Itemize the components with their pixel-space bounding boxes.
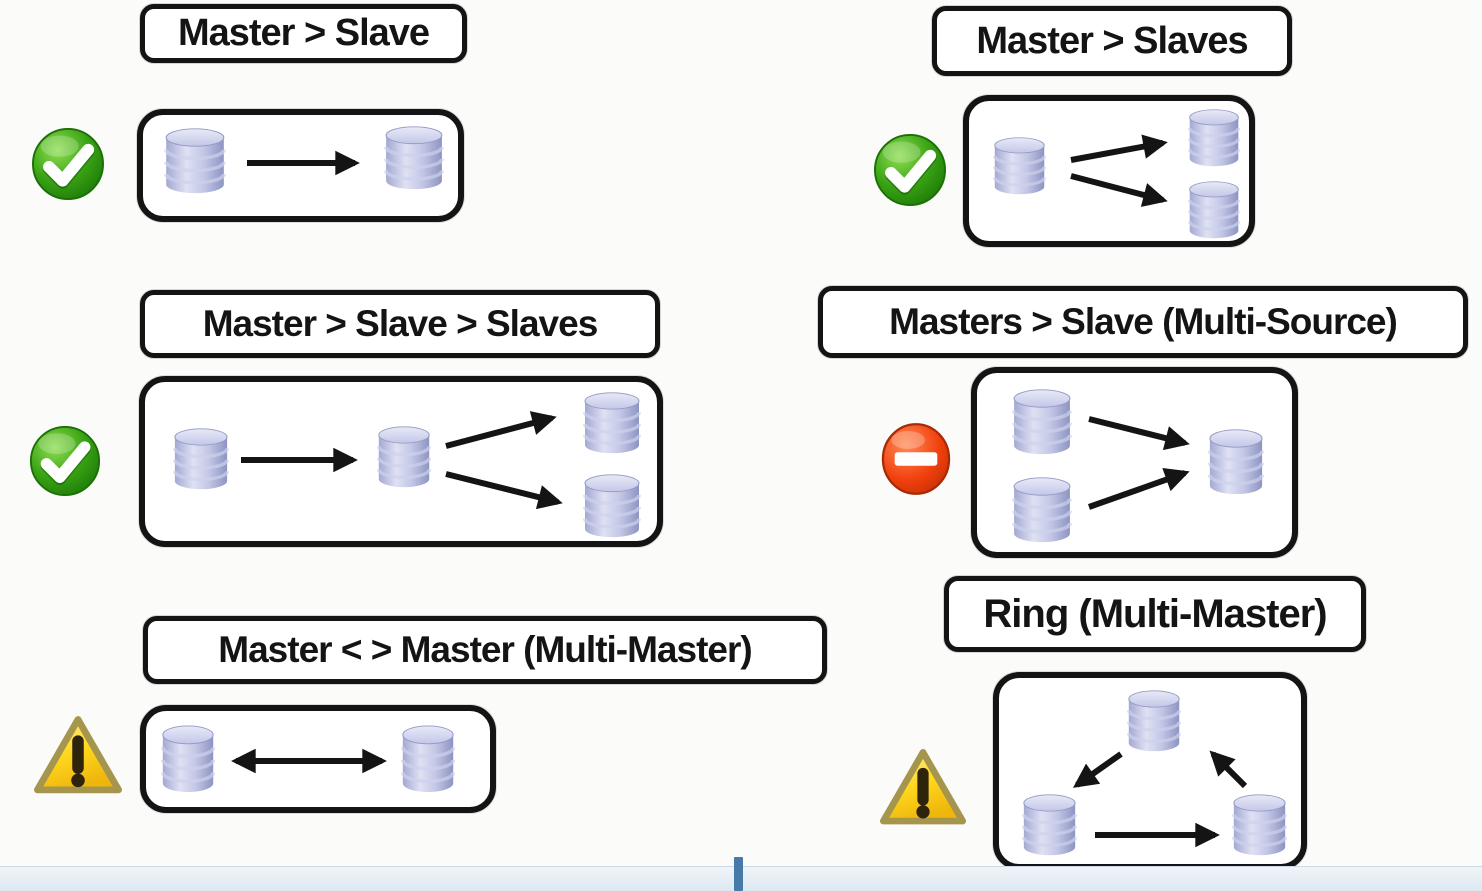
database-icon: [1126, 690, 1182, 752]
database-icon: [1187, 181, 1241, 239]
replication-arrow: [1070, 134, 1168, 163]
topology-diagram-box: [139, 376, 663, 547]
topology-diagram-box: [993, 672, 1307, 870]
topology-title: Master > Slave: [177, 12, 430, 54]
topology-diagram-box: [963, 95, 1255, 247]
replication-arrow: [1072, 751, 1123, 788]
replication-arrow: [1087, 467, 1190, 510]
green-check-icon: [30, 124, 106, 204]
database-icon: [166, 129, 224, 193]
topology-diagram-box: [140, 705, 496, 813]
topology-title: Master > Slave > Slaves: [202, 303, 599, 344]
topology-title-box: Master > Slave: [140, 4, 467, 63]
playhead-marker[interactable]: [734, 857, 743, 891]
database-icon: [160, 725, 216, 793]
topology-title-box: Masters > Slave (Multi-Source): [818, 286, 1468, 358]
database-icon: [1187, 109, 1241, 167]
database-icon: [386, 127, 442, 189]
warning-icon: [32, 714, 124, 798]
database-icon: [1014, 478, 1070, 542]
topology-title-box: Master < > Master (Multi-Master): [143, 616, 827, 684]
replication-arrow: [445, 471, 563, 510]
replication-arrow: [1088, 416, 1190, 451]
replication-arrow: [445, 411, 557, 449]
database-icon: [1231, 794, 1288, 856]
topology-title: Master < > Master (Multi-Master): [218, 629, 752, 670]
database-icon: [583, 474, 641, 538]
topology-diagram-box: [971, 367, 1298, 558]
topology-title: Masters > Slave (Multi-Source): [889, 301, 1398, 342]
red-deny-icon: [880, 422, 952, 496]
database-icon: [376, 426, 432, 488]
replication-arrow: [1070, 173, 1168, 207]
green-check-icon: [872, 130, 948, 210]
database-icon: [1021, 794, 1078, 856]
database-icon: [583, 392, 641, 454]
topology-title-box: Ring (Multi-Master): [944, 576, 1366, 652]
database-icon: [992, 137, 1047, 195]
database-icon: [172, 428, 230, 490]
topology-title: Ring (Multi-Master): [983, 591, 1327, 636]
topology-diagram-box: [137, 109, 464, 222]
topology-title-box: Master > Slave > Slaves: [140, 290, 660, 358]
topology-title: Master > Slaves: [976, 19, 1248, 62]
topology-title-box: Master > Slaves: [932, 6, 1292, 76]
database-icon: [1014, 390, 1070, 454]
database-icon: [400, 725, 456, 793]
replication-arrow: [1209, 750, 1248, 789]
warning-icon: [878, 742, 968, 834]
database-icon: [1207, 429, 1265, 495]
green-check-icon: [28, 422, 102, 500]
